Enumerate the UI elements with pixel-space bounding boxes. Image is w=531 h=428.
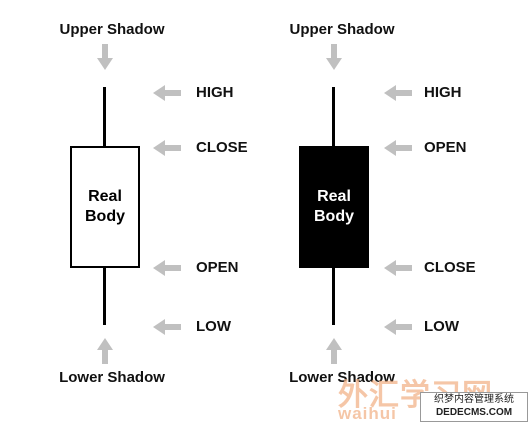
right-real-body-line1: Real (317, 188, 351, 205)
left-close-label: CLOSE (196, 139, 248, 156)
left-upper-wick (103, 87, 106, 147)
right-upper-shadow-label: Upper Shadow (289, 21, 395, 38)
right-real-body-line2: Body (314, 208, 354, 225)
left-real-body-line1: Real (88, 188, 122, 205)
watermark-url: waihui (338, 404, 397, 423)
left-high-label: HIGH (196, 84, 234, 101)
right-lower-shadow-label: Lower Shadow (289, 369, 395, 386)
watermark-badge-line2: DEDECMS.COM (435, 407, 513, 418)
left-open-label: OPEN (196, 259, 239, 276)
left-lower-shadow-label: Lower Shadow (59, 369, 165, 386)
watermark-badge: 织梦内容管理系统 DEDECMS.COM (420, 392, 528, 422)
right-open-label: OPEN (424, 139, 467, 156)
right-close-label: CLOSE (424, 259, 476, 276)
left-lower-wick (103, 267, 106, 325)
left-real-body-line2: Body (85, 208, 125, 225)
right-high-label: HIGH (424, 84, 462, 101)
right-upper-wick (332, 87, 335, 147)
left-low-label: LOW (196, 318, 231, 335)
left-upper-shadow-label: Upper Shadow (59, 21, 165, 38)
watermark-badge-line1: 织梦内容管理系统 (434, 394, 514, 405)
right-lower-wick (332, 267, 335, 325)
right-low-label: LOW (424, 318, 459, 335)
